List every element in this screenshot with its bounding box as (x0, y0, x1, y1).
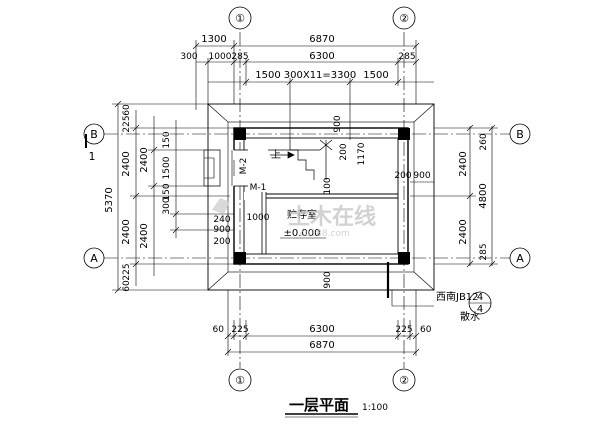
dim-text: 2400 (139, 223, 150, 248)
axis-bubble-1-bottom: ① (228, 368, 252, 392)
dim-text: 6300 (309, 51, 334, 62)
dim-text: 2400 (139, 147, 150, 172)
interior-labels: 上 900 200 1170 100 900 M-2 M-1 贮存室 ±0.00… (239, 115, 367, 288)
door-m1 (244, 192, 268, 254)
top-dimensions (192, 40, 434, 140)
axis-bubble-1-top: ① (228, 6, 252, 30)
dim-text: 900 (333, 115, 343, 132)
dim-text: 2400 (121, 219, 132, 244)
dim-text: 900 (213, 225, 230, 235)
axis-label: B (516, 128, 524, 141)
dim-text: 300X11=3300 (284, 70, 357, 81)
dim-text: 1500 (255, 70, 280, 81)
left-dim-labels: 225 60 2400 2400 5370 2400 2400 225 60 1… (104, 104, 270, 292)
dim-text: 2400 (121, 151, 132, 176)
section-number: 1 (89, 150, 96, 163)
dim-text: 5370 (104, 187, 115, 212)
detail-callout: 西南JB12 4 4 散水 (391, 290, 492, 323)
dim-text: 2400 (458, 219, 469, 244)
watermark-logo (212, 198, 230, 214)
title-scale: 1:100 (362, 403, 388, 413)
right-dim-labels: 260 2400 4800 2400 285 900 200 (394, 133, 489, 260)
dim-text: 260 (479, 133, 489, 150)
stair-up-label: 上 (271, 149, 281, 161)
axis-label: ① (235, 12, 245, 25)
dim-text: 900 (323, 271, 333, 288)
dim-text: 225 (122, 115, 132, 132)
dim-text: 60 (122, 104, 132, 116)
watermark-subtext: co188.com (300, 229, 350, 239)
door-label-m2: M-2 (239, 158, 249, 175)
dim-text: 1170 (357, 142, 367, 165)
door-label-m1: M-1 (250, 183, 267, 193)
title-text: 一层平面 (289, 396, 349, 414)
callout-note: 散水 (460, 310, 480, 323)
section-mark: 1 (85, 134, 96, 163)
dim-text: 225 (122, 263, 132, 280)
watermark-text: 土木在线 (288, 204, 376, 230)
callout-numerator: 4 (477, 292, 483, 303)
dim-text: 1000 (209, 52, 232, 62)
dim-text: 200 (394, 171, 411, 181)
axis-bubble-2-bottom: ② (392, 368, 416, 392)
dim-text: 285 (479, 243, 489, 260)
dim-text: 2400 (458, 151, 469, 176)
axis-label: A (90, 252, 98, 265)
axis-bubble-a-right: A (509, 247, 531, 269)
building-outline (207, 103, 435, 291)
dim-text: 4800 (478, 183, 489, 208)
dim-text: 285 (231, 52, 248, 62)
door-m2 (203, 149, 248, 187)
dim-text: 225 (231, 325, 248, 335)
dim-text: 300 (162, 197, 172, 214)
dim-text: 225 (395, 325, 412, 335)
axis-label: ② (399, 12, 409, 25)
dim-text: 1500 (363, 70, 388, 81)
room-name: 贮存室 (287, 208, 317, 221)
dim-text: 150 (162, 131, 172, 148)
axis-lines (104, 32, 510, 368)
axis-bubble-b-right: B (509, 123, 531, 145)
floor-level: ±0.000 (283, 228, 320, 239)
callout-denominator: 4 (477, 304, 483, 315)
axis-label: A (516, 252, 524, 265)
dim-text: 900 (413, 171, 430, 181)
dim-text: 6300 (309, 324, 334, 335)
dim-text: 1500 (162, 156, 172, 179)
dim-text: 1000 (247, 213, 270, 223)
dim-text: 150 (162, 183, 172, 200)
axis-bubble-b-left: B (83, 123, 105, 145)
watermark: 土木在线 co188.com (212, 198, 376, 239)
dim-text: 1300 (201, 34, 226, 45)
axis-label: B (90, 128, 98, 141)
right-dimensions (410, 124, 498, 268)
dim-text: 6870 (309, 34, 334, 45)
columns (234, 128, 410, 264)
axis-label: ① (235, 374, 245, 387)
dim-text: 100 (323, 177, 333, 194)
dim-text: 60 (420, 325, 432, 335)
left-dimensions (112, 100, 234, 294)
dim-text: 60 (122, 280, 132, 292)
dim-text: 200 (339, 143, 349, 160)
dim-text: 60 (213, 325, 225, 335)
dim-text: 285 (398, 52, 415, 62)
dim-text: 240 (213, 215, 230, 225)
stair (268, 139, 333, 180)
axis-bubble-a-left: A (83, 247, 105, 269)
axis-label: ② (399, 374, 409, 387)
axis-bubble-2-top: ② (392, 6, 416, 30)
callout-ref: 西南JB12 (436, 290, 479, 303)
drawing-title: 一层平面 1:100 (285, 396, 388, 418)
dim-text: 200 (213, 237, 230, 247)
dim-text: 300 (180, 52, 197, 62)
dim-text: 6870 (309, 340, 334, 351)
bottom-dimensions (224, 290, 420, 356)
